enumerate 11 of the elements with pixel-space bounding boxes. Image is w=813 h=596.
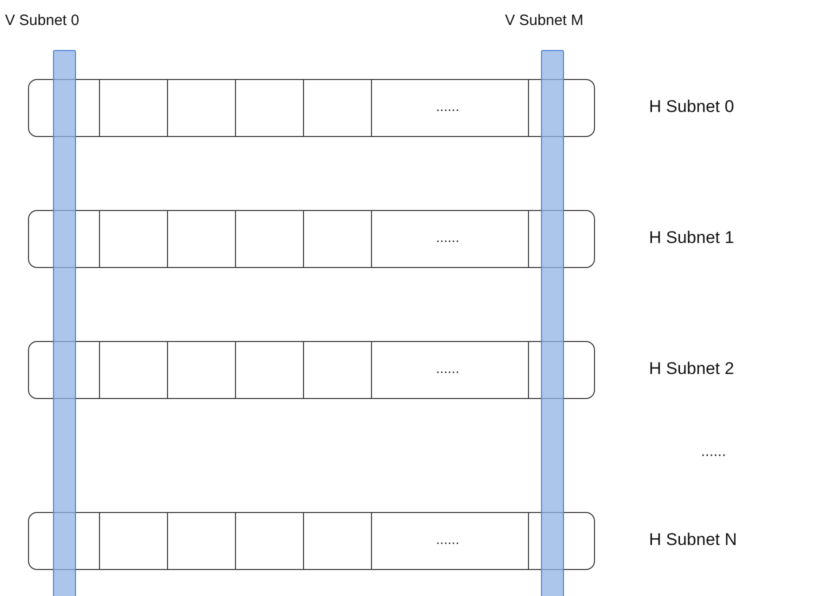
subnet-label: H Subnet 2: [649, 359, 734, 379]
ellipsis-text: ......: [436, 360, 460, 376]
subnet-label: H Subnet N: [649, 530, 737, 550]
subnet-label: H Subnet 0: [649, 97, 734, 117]
subnet-label: V Subnet 0: [5, 12, 80, 29]
subnet-label: H Subnet 1: [649, 228, 734, 248]
subnet-label: V Subnet M: [505, 12, 584, 29]
ellipsis-text: ......: [436, 229, 460, 245]
ellipsis-text: ......: [701, 443, 726, 460]
ellipsis-text: ......: [436, 98, 460, 114]
ellipsis-text: ......: [436, 531, 460, 547]
